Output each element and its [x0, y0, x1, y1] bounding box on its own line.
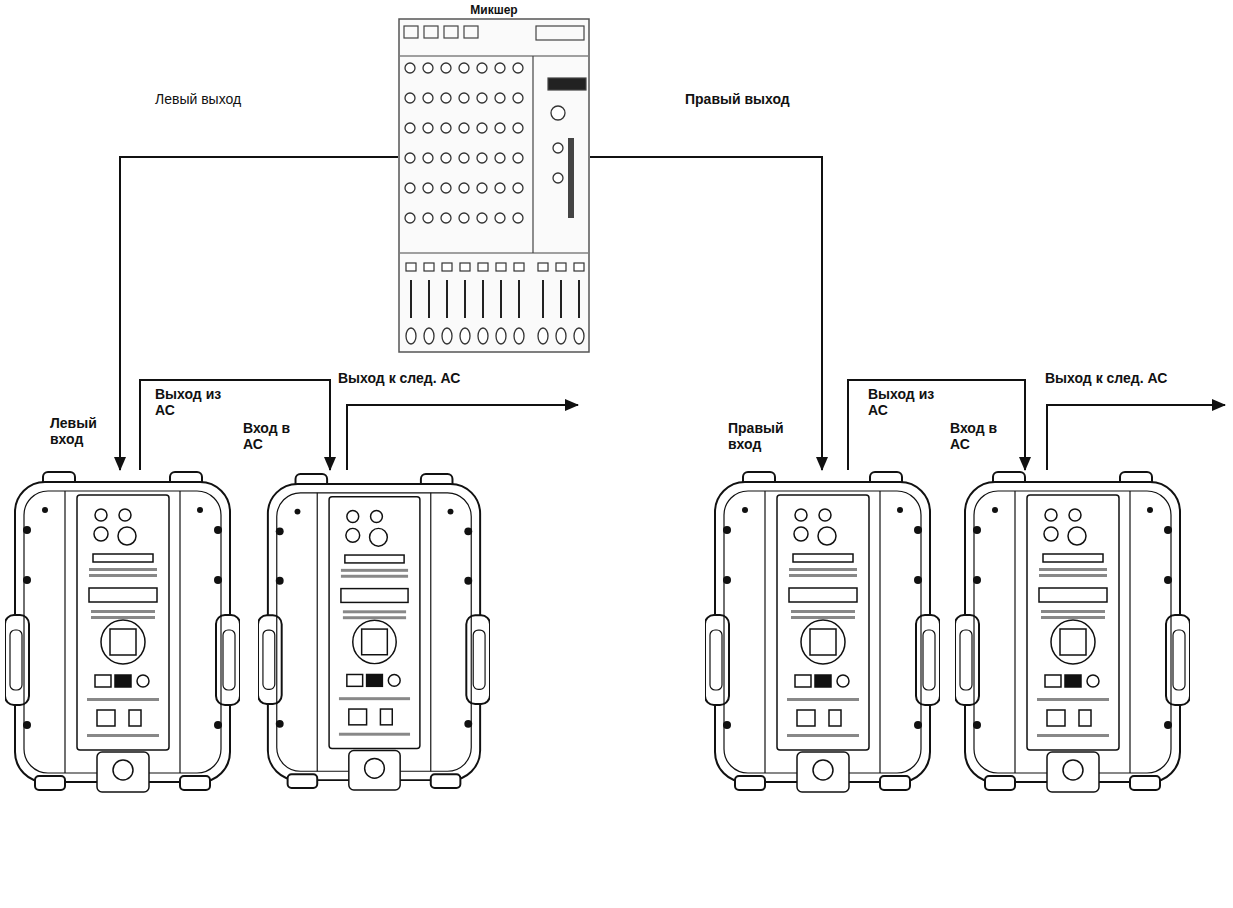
- signal-cable: [140, 380, 330, 470]
- onward-wire: [347, 405, 578, 470]
- speaker-cabinet-illustration: [258, 470, 490, 800]
- signal-cable: [120, 157, 398, 470]
- mixer-panel: Микшер: [398, 18, 590, 353]
- port-label: Выход к след. АС: [338, 370, 460, 386]
- speaker-cabinet: Вход в АСВыход к след. АС: [258, 470, 490, 800]
- device-title: Микшер: [398, 2, 590, 18]
- speaker-cabinet-illustration: [705, 470, 940, 800]
- speaker-cabinet-illustration: [955, 470, 1190, 800]
- mixer-panel-illustration: [398, 18, 590, 353]
- edge-label: Левый выход: [153, 90, 243, 108]
- port-label: Выход из АС: [155, 386, 233, 418]
- signal-cable: [848, 380, 1025, 470]
- speaker-cabinet: Вход в АСВыход к след. АС: [955, 470, 1190, 800]
- port-label: Левый вход: [50, 415, 112, 447]
- speaker-cabinet-illustration: [5, 470, 240, 800]
- speaker-cabinet: Левый входВыход из АС: [5, 470, 240, 800]
- port-label: Выход к след. АС: [1045, 370, 1167, 386]
- port-label: Вход в АС: [243, 420, 303, 452]
- edge-label: Правый выход: [683, 90, 792, 108]
- port-label: Вход в АС: [950, 420, 1010, 452]
- port-label: Выход из АС: [868, 386, 946, 418]
- speaker-cabinet: Правый входВыход из АС: [705, 470, 940, 800]
- port-label: Правый вход: [728, 420, 794, 452]
- onward-wire: [1047, 405, 1225, 470]
- signal-cable: [590, 157, 822, 470]
